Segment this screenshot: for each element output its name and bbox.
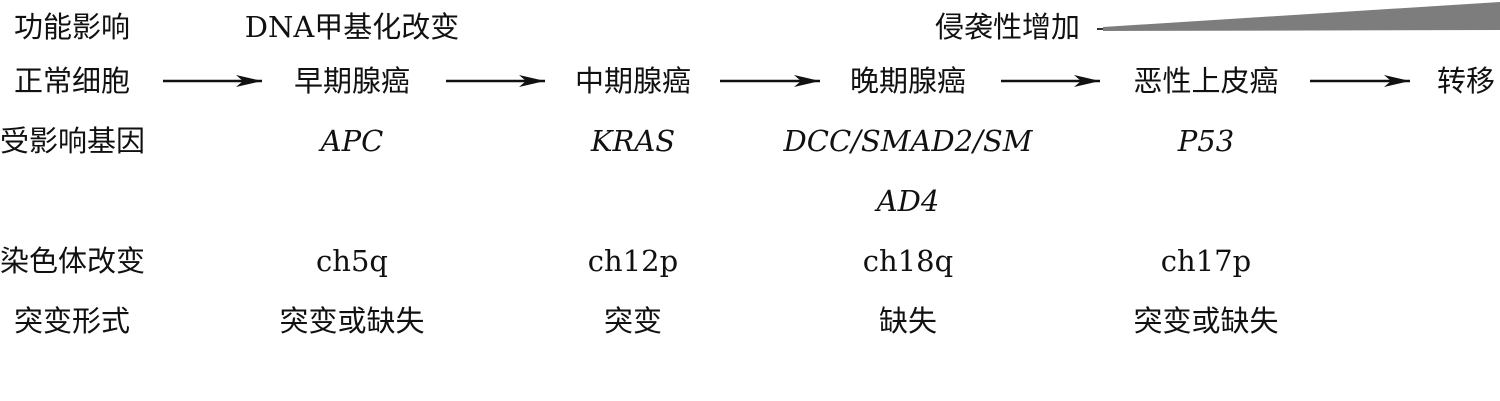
stage-late-adenoma: 晚期腺癌	[849, 64, 967, 98]
chromosome-ch17p: ch17p	[1160, 244, 1252, 278]
mutation-mid: 突变	[603, 304, 663, 338]
gene-dcc-smad-line1: DCC/SMAD2/SM	[783, 124, 1033, 158]
stage-early-adenoma: 早期腺癌	[293, 64, 411, 98]
mutation-form-label: 突变形式	[14, 304, 131, 338]
affected-genes-label: 受影响基因	[0, 124, 146, 158]
invasiveness-gradient-wedge	[1103, 2, 1500, 31]
gene-dcc-smad-line2: AD4	[876, 184, 940, 218]
stage-malignant-carcinoma: 恶性上皮癌	[1133, 64, 1279, 98]
stage-metastasis: 转移	[1436, 64, 1496, 98]
mutation-early: 突变或缺失	[279, 304, 425, 338]
gene-apc: APC	[320, 124, 384, 158]
invasiveness-increase-label: 侵袭性增加	[935, 10, 1081, 44]
gene-p53: P53	[1177, 124, 1235, 158]
gene-kras: KRAS	[590, 124, 676, 158]
dna-methylation-label: DNA甲基化改变	[244, 10, 460, 44]
stage-normal-cell: 正常细胞	[14, 64, 131, 98]
chromosome-change-label: 染色体改变	[0, 244, 146, 278]
chromosome-ch12p: ch12p	[587, 244, 679, 278]
mutation-malignant: 突变或缺失	[1133, 304, 1279, 338]
mutation-late: 缺失	[878, 304, 938, 338]
chromosome-ch18q: ch18q	[862, 244, 954, 278]
function-impact-label: 功能影响	[14, 10, 131, 44]
chromosome-ch5q: ch5q	[316, 244, 388, 278]
stage-mid-adenoma: 中期腺癌	[574, 64, 692, 98]
